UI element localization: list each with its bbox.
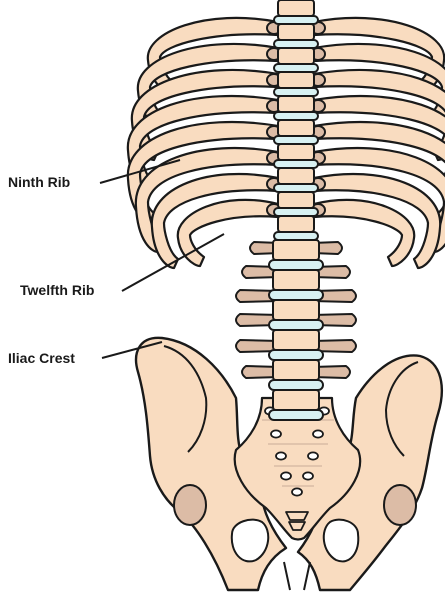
left-obturator-foramen xyxy=(232,520,268,562)
vertebra-11 xyxy=(273,240,319,260)
intervertebral-disc-6 xyxy=(274,136,318,144)
sacral-foramen-9 xyxy=(292,488,302,495)
vertebra-3 xyxy=(278,48,314,64)
intervertebral-disc-13 xyxy=(269,320,323,330)
right-obturator-foramen xyxy=(324,520,359,562)
sacral-foramen-8 xyxy=(303,472,313,479)
sacral-foramen-5 xyxy=(276,452,286,459)
vertebra-16 xyxy=(273,390,319,410)
pubic-symphysis xyxy=(284,562,310,590)
sacral-foramen-4 xyxy=(313,430,323,437)
spinal-column xyxy=(269,0,323,420)
vertebra-5 xyxy=(278,96,314,112)
rib-left-12 xyxy=(178,200,278,266)
label-ninth-rib: Ninth Rib xyxy=(8,175,70,189)
intervertebral-disc-9 xyxy=(274,208,318,216)
vertebra-13 xyxy=(273,300,319,320)
sacral-foramen-6 xyxy=(308,452,318,459)
sacral-foramen-3 xyxy=(271,430,281,437)
vertebra-4 xyxy=(278,72,314,88)
vertebra-8 xyxy=(278,168,314,184)
intervertebral-disc-1 xyxy=(274,16,318,24)
intervertebral-disc-3 xyxy=(274,64,318,72)
sacral-foramen-7 xyxy=(281,472,291,479)
vertebra-7 xyxy=(278,144,314,160)
vertebra-10 xyxy=(278,216,314,232)
rib-right-12 xyxy=(314,200,414,266)
intervertebral-disc-16 xyxy=(269,410,323,420)
label-twelfth-rib: Twelfth Rib xyxy=(20,283,94,297)
intervertebral-disc-5 xyxy=(274,112,318,120)
intervertebral-disc-11 xyxy=(269,260,323,270)
vertebra-2 xyxy=(278,24,314,40)
vertebra-14 xyxy=(273,330,319,350)
twelfth-rib-leader xyxy=(122,234,224,291)
vertebra-6 xyxy=(278,120,314,136)
right-acetabulum xyxy=(384,485,416,525)
intervertebral-disc-12 xyxy=(269,290,323,300)
intervertebral-disc-2 xyxy=(274,40,318,48)
vertebra-12 xyxy=(273,270,319,290)
intervertebral-disc-8 xyxy=(274,184,318,192)
intervertebral-disc-4 xyxy=(274,88,318,96)
intervertebral-disc-15 xyxy=(269,380,323,390)
intervertebral-disc-14 xyxy=(269,350,323,360)
vertebra-9 xyxy=(278,192,314,208)
vertebra-1 xyxy=(278,0,314,16)
left-acetabulum xyxy=(174,485,206,525)
intervertebral-disc-10 xyxy=(274,232,318,240)
label-iliac-crest: Iliac Crest xyxy=(8,351,75,365)
vertebra-15 xyxy=(273,360,319,380)
intervertebral-disc-7 xyxy=(274,160,318,168)
